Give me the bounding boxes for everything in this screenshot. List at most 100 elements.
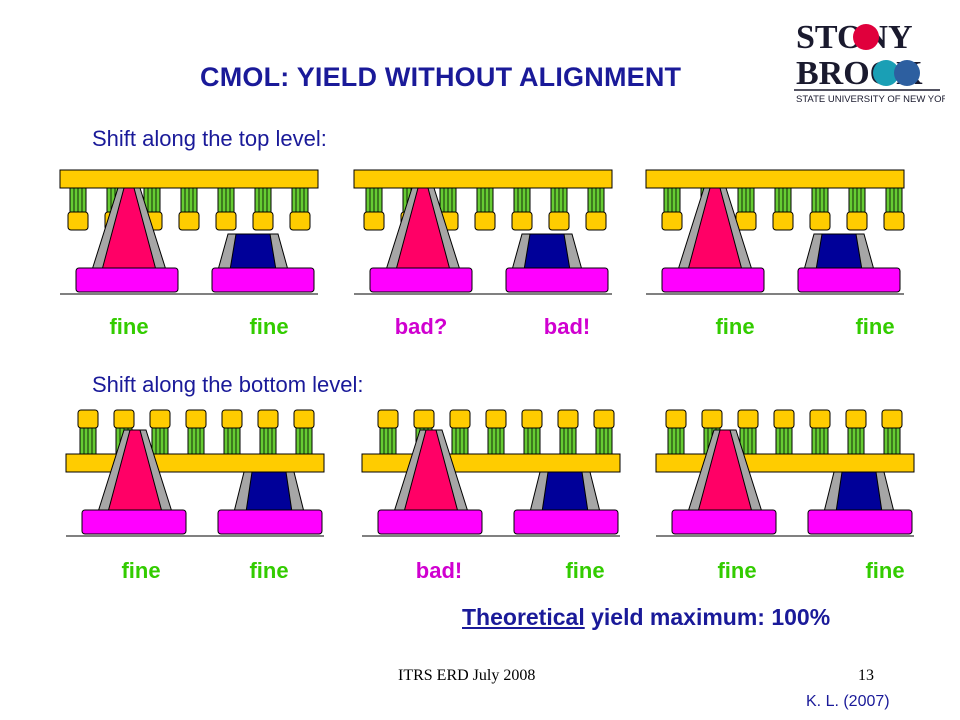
- yellow-contact-cap: [215, 211, 237, 231]
- green-nanodevice: [559, 427, 577, 457]
- top-label-6: fine: [855, 314, 895, 339]
- yellow-contact-cap: [661, 211, 683, 231]
- top-label-3: bad?: [394, 314, 448, 339]
- bottom-label-5: fine: [717, 558, 757, 583]
- green-nanodevice: [295, 427, 313, 457]
- magenta-cmos-pad: [81, 509, 187, 535]
- bottom-label-4: fine: [565, 558, 605, 583]
- magenta-cmos-pad: [671, 509, 777, 535]
- bottom-level-heading: Shift along the bottom level:: [92, 372, 364, 397]
- yellow-contact-cap: [773, 409, 795, 429]
- magenta-cmos-pad: [797, 267, 901, 293]
- yellow-contact-cap: [881, 409, 903, 429]
- yellow-contact-cap: [252, 211, 274, 231]
- green-nanodevice: [523, 427, 541, 457]
- yield-rest: yield maximum: 100%: [584, 604, 831, 630]
- green-nanodevice: [151, 427, 169, 457]
- top-label-5: fine: [715, 314, 755, 339]
- yellow-contact-cap: [701, 409, 723, 429]
- yellow-contact-cap: [377, 409, 399, 429]
- yellow-contact-cap: [548, 211, 570, 231]
- top-level-heading: Shift along the top level:: [92, 126, 327, 151]
- yellow-contact-cap: [257, 409, 279, 429]
- magenta-cmos-pad: [217, 509, 323, 535]
- page-number: 13: [858, 667, 874, 684]
- blue-interface-pin: [541, 471, 589, 513]
- top-nanowire-bar: [645, 169, 905, 189]
- magenta-cmos-pad: [513, 509, 619, 535]
- yellow-contact-cap: [772, 211, 794, 231]
- green-nanodevice: [223, 427, 241, 457]
- green-nanodevice: [79, 427, 97, 457]
- green-nanodevice: [811, 187, 829, 215]
- blue-interface-pin: [523, 233, 571, 271]
- magenta-cmos-pad: [505, 267, 609, 293]
- magenta-cmos-pad: [369, 267, 473, 293]
- bottom-shift-panel-2: [361, 409, 621, 537]
- yellow-contact-cap: [737, 409, 759, 429]
- green-nanodevice: [848, 187, 866, 215]
- yield-underlined: Theoretical: [462, 604, 585, 630]
- green-nanodevice: [254, 187, 272, 215]
- green-nanodevice: [379, 427, 397, 457]
- green-nanodevice: [476, 187, 494, 215]
- green-nanodevice: [587, 187, 605, 215]
- yellow-contact-cap: [883, 211, 905, 231]
- green-nanodevice: [811, 427, 829, 457]
- magenta-cmos-pad: [661, 267, 765, 293]
- yellow-contact-cap: [511, 211, 533, 231]
- bottom-label-3: bad!: [415, 558, 463, 583]
- yellow-contact-cap: [185, 409, 207, 429]
- footer-text: ITRS ERD July 2008: [398, 667, 536, 684]
- green-nanodevice: [180, 187, 198, 215]
- green-nanodevice: [885, 187, 903, 215]
- blue-interface-pin: [229, 233, 277, 271]
- magenta-cmos-pad: [211, 267, 315, 293]
- green-nanodevice: [737, 187, 755, 215]
- green-nanodevice: [595, 427, 613, 457]
- bottom-nanowire-bar: [361, 453, 621, 473]
- green-nanodevice: [217, 187, 235, 215]
- green-nanodevice: [513, 187, 531, 215]
- blue-interface-pin: [815, 233, 863, 271]
- green-nanodevice: [775, 427, 793, 457]
- green-nanodevice: [187, 427, 205, 457]
- green-nanodevice: [439, 187, 457, 215]
- green-nanodevice: [291, 187, 309, 215]
- bottom-shift-panel-1: [65, 409, 325, 537]
- yellow-contact-cap: [735, 211, 757, 231]
- top-label-4: bad!: [543, 314, 591, 339]
- bottom-nanowire-bar: [655, 453, 915, 473]
- green-nanodevice: [847, 427, 865, 457]
- yield-statement: Theoretical yield maximum: 100%: [462, 604, 830, 631]
- stony-brook-logo: STONY BROOK STATE UNIVERSITY OF NEW YORK: [794, 19, 945, 105]
- top-nanowire-bar: [353, 169, 613, 189]
- yellow-contact-cap: [293, 409, 315, 429]
- top-label-1: fine: [109, 314, 149, 339]
- magenta-cmos-pad: [807, 509, 913, 535]
- top-shift-panel-3: [645, 169, 905, 295]
- magenta-cmos-pad: [75, 267, 179, 293]
- blue-interface-pin: [835, 471, 883, 513]
- green-nanodevice: [259, 427, 277, 457]
- yellow-contact-cap: [474, 211, 496, 231]
- yellow-contact-cap: [521, 409, 543, 429]
- yellow-contact-cap: [485, 409, 507, 429]
- yellow-contact-cap: [289, 211, 311, 231]
- yellow-contact-cap: [845, 409, 867, 429]
- yellow-contact-cap: [846, 211, 868, 231]
- bottom-nanowire-bar: [65, 453, 325, 473]
- yellow-contact-cap: [77, 409, 99, 429]
- bottom-label-1: fine: [121, 558, 161, 583]
- green-nanodevice: [365, 187, 383, 215]
- green-nanodevice: [487, 427, 505, 457]
- top-shift-panel-1: [59, 169, 319, 295]
- yellow-contact-cap: [178, 211, 200, 231]
- yellow-contact-cap: [809, 409, 831, 429]
- logo-tagline: STATE UNIVERSITY OF NEW YORK: [796, 94, 945, 105]
- yellow-contact-cap: [363, 211, 385, 231]
- credit-text: K. L. (2007): [806, 693, 890, 710]
- yellow-contact-cap: [221, 409, 243, 429]
- green-nanodevice: [667, 427, 685, 457]
- top-shift-panel-2: [353, 169, 613, 295]
